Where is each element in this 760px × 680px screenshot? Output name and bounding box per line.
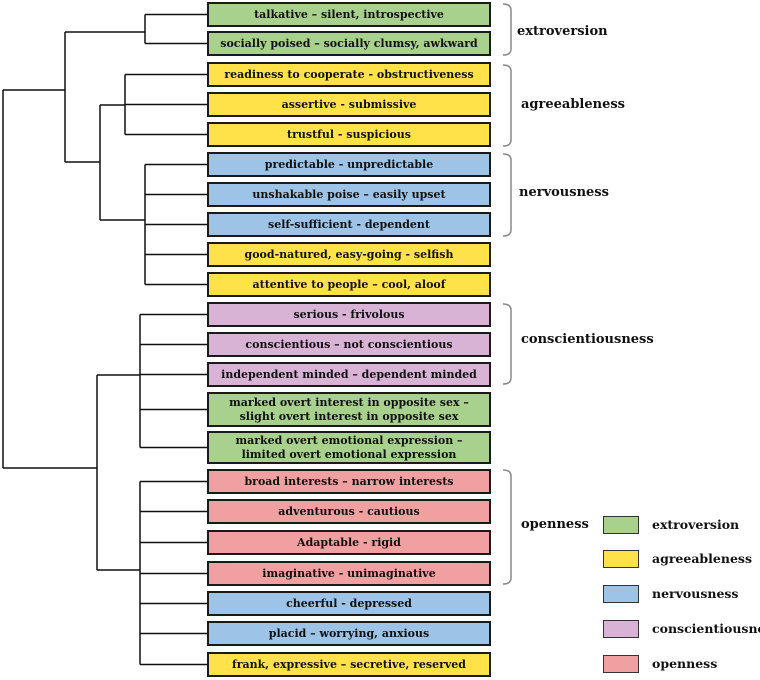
trait-box: unshakable poise – easily upset [207, 182, 491, 207]
trait-box: attentive to people – cool, aloof [207, 272, 491, 297]
trait-box: marked overt emotional expression – limi… [207, 431, 491, 464]
group-bracket [502, 64, 512, 147]
trait-box: adventurous - cautious [207, 499, 491, 524]
trait-label: socially poised – socially clumsy, awkwa… [220, 36, 478, 50]
trait-box: conscientious – not conscientious [207, 332, 491, 357]
trait-label: predictable - unpredictable [264, 157, 434, 171]
legend-swatch [603, 655, 639, 673]
trait-label: unshakable poise – easily upset [252, 187, 446, 201]
trait-box: trustful - suspicious [207, 122, 491, 147]
legend-swatch [603, 585, 639, 603]
legend-label: agreeableness [652, 551, 752, 566]
group-bracket [502, 3, 512, 56]
trait-box: placid – worrying, anxious [207, 621, 491, 646]
trait-box: good-natured, easy-going - selfish [207, 242, 491, 267]
trait-label: trustful - suspicious [287, 127, 411, 141]
trait-label: marked overt interest in opposite sex – … [229, 395, 469, 423]
trait-label: conscientious – not conscientious [245, 337, 453, 351]
trait-label: readiness to cooperate - obstructiveness [224, 67, 474, 81]
trait-label: attentive to people – cool, aloof [252, 277, 446, 291]
trait-label: frank, expressive – secretive, reserved [232, 657, 466, 671]
trait-box: marked overt interest in opposite sex – … [207, 392, 491, 427]
trait-box: independent minded – dependent minded [207, 362, 491, 387]
trait-label: placid – worrying, anxious [268, 626, 430, 640]
group-label: extroversion [517, 24, 608, 39]
trait-label: talkative – silent, introspective [254, 7, 444, 21]
trait-box: cheerful - depressed [207, 591, 491, 616]
trait-box: frank, expressive – secretive, reserved [207, 652, 491, 677]
trait-box: readiness to cooperate - obstructiveness [207, 62, 491, 87]
legend-label: extroversion [652, 517, 740, 532]
trait-box: socially poised – socially clumsy, awkwa… [207, 31, 491, 56]
group-label: agreeableness [521, 97, 625, 112]
trait-box: imaginative - unimaginative [207, 561, 491, 586]
group-bracket [502, 469, 512, 585]
trait-label: self-sufficient - dependent [268, 217, 430, 231]
trait-label: Adaptable - rigid [297, 535, 401, 549]
trait-label: imaginative - unimaginative [262, 566, 436, 580]
legend-label: openness [652, 656, 718, 671]
group-bracket [502, 303, 512, 385]
trait-box: talkative – silent, introspective [207, 2, 491, 27]
trait-box: self-sufficient - dependent [207, 212, 491, 237]
trait-box: Adaptable - rigid [207, 530, 491, 555]
trait-label: independent minded – dependent minded [221, 367, 477, 381]
group-bracket [502, 153, 512, 237]
trait-label: assertive - submissive [281, 97, 417, 111]
legend-swatch [603, 550, 639, 568]
trait-label: broad interests – narrow interests [244, 474, 454, 488]
trait-box: predictable - unpredictable [207, 152, 491, 177]
group-label: conscientiousness [521, 332, 654, 347]
trait-box: serious - frivolous [207, 302, 491, 327]
trait-label: adventurous - cautious [278, 504, 420, 518]
legend-swatch [603, 620, 639, 638]
legend-label: conscientiousness [652, 621, 760, 636]
group-label: nervousness [519, 185, 609, 200]
trait-label: good-natured, easy-going - selfish [244, 247, 454, 261]
trait-box: broad interests – narrow interests [207, 469, 491, 494]
trait-label: serious - frivolous [293, 307, 405, 321]
group-label: openness [521, 517, 589, 532]
trait-box: assertive - submissive [207, 92, 491, 117]
trait-label: cheerful - depressed [286, 596, 412, 610]
legend-swatch [603, 516, 639, 534]
trait-label: marked overt emotional expression – limi… [235, 433, 463, 461]
legend-label: nervousness [652, 586, 739, 601]
